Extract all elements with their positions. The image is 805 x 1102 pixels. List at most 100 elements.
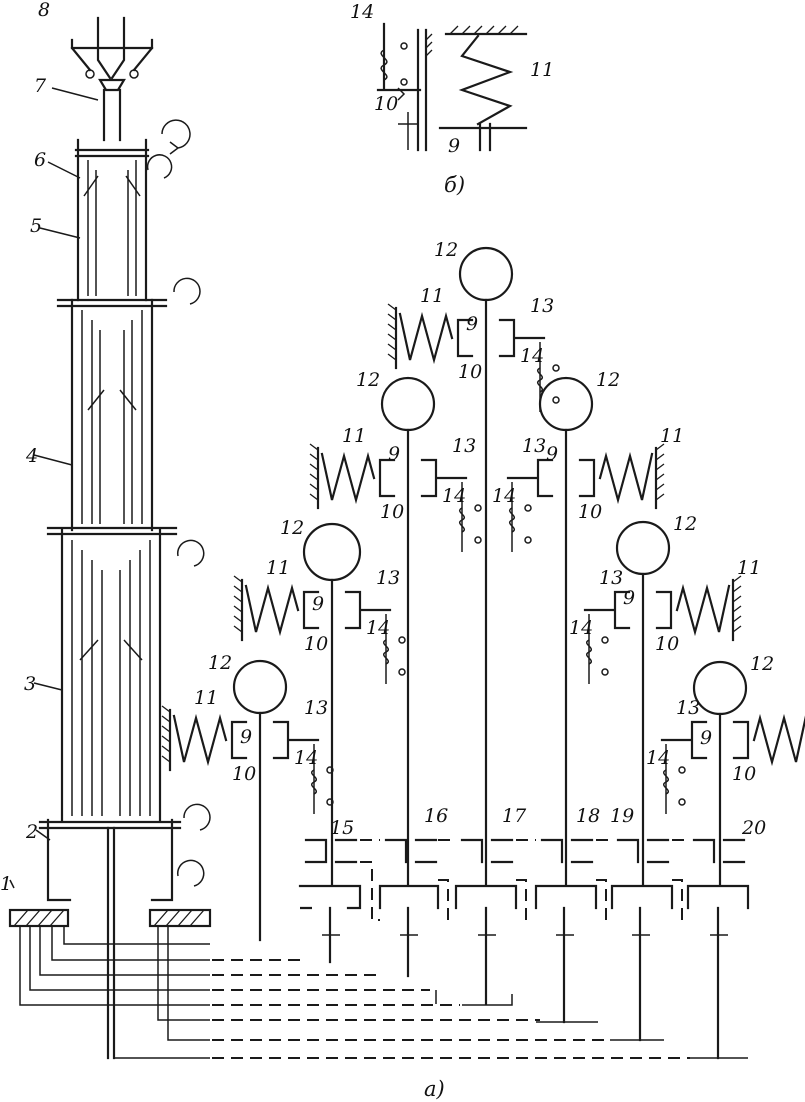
wall-hatch <box>732 575 742 583</box>
grip-wheel <box>458 246 514 302</box>
inset-label-11: 11 <box>530 59 554 81</box>
label-spindle-5: 5 <box>30 215 42 237</box>
label-13: 13 <box>304 697 328 719</box>
coil-terminal <box>398 636 406 644</box>
wall-hatch <box>655 443 665 451</box>
brake-shoe <box>456 318 474 358</box>
wall-hatch <box>161 705 171 713</box>
label-12: 12 <box>280 517 304 539</box>
wall-hatch <box>732 595 742 603</box>
label-spindle-1: 1 <box>0 873 12 895</box>
label-11: 11 <box>194 687 218 709</box>
caption-b: б) <box>444 173 465 197</box>
label-spindle-2: 2 <box>25 821 38 843</box>
label-12: 12 <box>356 369 380 391</box>
coil <box>459 507 465 533</box>
grip-wheel <box>232 659 288 715</box>
label-spindle-6: 6 <box>34 149 46 171</box>
label-11: 11 <box>660 425 684 447</box>
pusher <box>344 590 392 630</box>
wall-hatch <box>161 745 171 753</box>
wall-hatch <box>732 625 742 633</box>
label-14: 14 <box>366 617 390 639</box>
label-13: 13 <box>599 567 623 589</box>
spring <box>752 713 805 767</box>
wall-hatch <box>387 333 397 341</box>
coil-terminal <box>552 364 560 372</box>
label-14: 14 <box>492 485 516 507</box>
wall-hatch <box>161 755 171 763</box>
label-10: 10 <box>655 633 679 655</box>
pusher <box>420 458 468 498</box>
wall-hatch <box>655 473 665 481</box>
spring <box>320 451 376 505</box>
caption-a: a) <box>424 1077 445 1101</box>
wall-hatch <box>732 605 742 613</box>
label-11: 11 <box>737 557 761 579</box>
label-10: 10 <box>458 361 482 383</box>
label-9: 9 <box>388 443 400 465</box>
coil <box>383 639 389 665</box>
wall-hatch <box>309 453 319 461</box>
label-10: 10 <box>578 501 602 523</box>
brake-unit <box>506 443 665 552</box>
label-9: 9 <box>623 587 635 609</box>
clutch-label-18: 18 <box>576 805 600 827</box>
wall-hatch <box>732 615 742 623</box>
coil-terminal <box>678 766 686 774</box>
brake-shoe <box>578 458 596 498</box>
coil <box>663 769 669 795</box>
wall-hatch <box>233 605 243 613</box>
spring <box>172 713 228 767</box>
wall-hatch <box>309 463 319 471</box>
coil <box>311 769 317 795</box>
label-10: 10 <box>304 633 328 655</box>
brake-unit <box>387 303 560 412</box>
brake-shoe <box>302 590 320 630</box>
coil-terminal <box>601 668 609 676</box>
labels: 8 7 6 5 4 3 2 1 14 10 11 9 б) a) 15 16 1… <box>0 0 766 1101</box>
brake-shoe <box>378 458 396 498</box>
label-14: 14 <box>569 617 593 639</box>
coil-terminal <box>552 396 560 404</box>
clutch-label-20: 20 <box>741 817 766 839</box>
grip-wheel <box>380 376 436 432</box>
spring <box>244 583 300 637</box>
coil <box>586 639 592 665</box>
clutch-label-15: 15 <box>330 817 354 839</box>
label-14: 14 <box>442 485 466 507</box>
label-10: 10 <box>380 501 404 523</box>
clutch-label-17: 17 <box>502 805 527 827</box>
coil-terminal <box>326 766 334 774</box>
wall-hatch <box>732 585 742 593</box>
clutch-row <box>212 838 750 1060</box>
wall-hatch <box>655 463 665 471</box>
wall-hatch <box>161 715 171 723</box>
brake-unit <box>660 713 805 814</box>
label-spindle-8: 8 <box>38 0 50 21</box>
brake-shoe <box>655 590 673 630</box>
coil-terminal <box>524 536 532 544</box>
coil <box>509 507 515 533</box>
coil-terminal <box>398 668 406 676</box>
wall-hatch <box>387 323 397 331</box>
brake-unit <box>583 575 742 684</box>
pusher <box>583 590 631 630</box>
wall-hatch <box>655 493 665 501</box>
wall-hatch <box>309 473 319 481</box>
label-13: 13 <box>676 697 700 719</box>
grip-wheel <box>615 520 671 576</box>
wall-hatch <box>655 483 665 491</box>
label-13: 13 <box>452 435 476 457</box>
label-9: 9 <box>700 727 712 749</box>
wall-hatch <box>655 453 665 461</box>
inset-label-9: 9 <box>448 135 460 157</box>
label-spindle-7: 7 <box>34 75 47 97</box>
pusher <box>660 720 708 760</box>
label-9: 9 <box>240 726 252 748</box>
label-9: 9 <box>312 593 324 615</box>
label-11: 11 <box>420 285 444 307</box>
label-9: 9 <box>546 443 558 465</box>
